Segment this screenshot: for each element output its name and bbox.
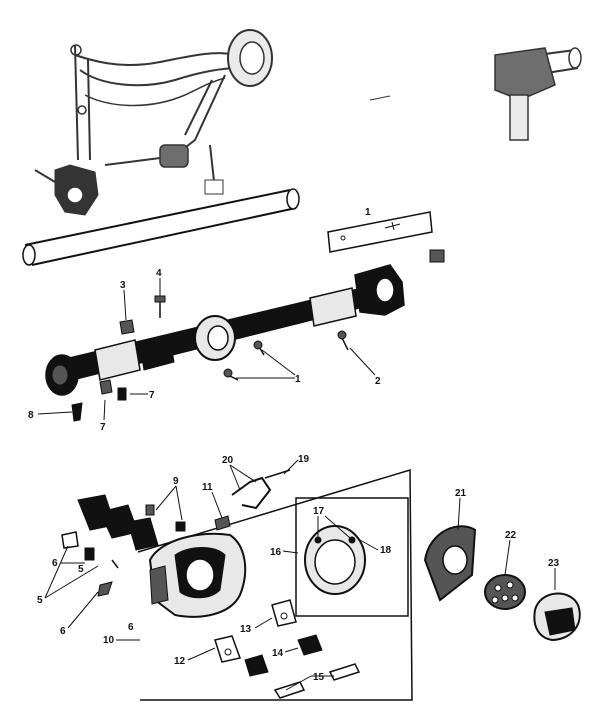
callout-7a: 7	[149, 390, 155, 401]
callout-6b: 6	[128, 622, 134, 633]
callout-9: 9	[173, 476, 179, 487]
callout-7b: 7	[100, 422, 106, 433]
callout-1b: 1	[365, 207, 371, 218]
shaft-screws	[71, 295, 349, 422]
hook-drive-shaft	[45, 264, 405, 396]
callout-17: 17	[313, 506, 325, 517]
callout-5a: 5	[37, 595, 43, 606]
callout-18: 18	[380, 545, 392, 556]
small-plate	[327, 211, 445, 263]
callout-6c: 6	[60, 626, 66, 637]
callout-labels: 1 1 2 3 4 5 6 7 7 8 9 11 20 19 16 17 18 …	[28, 207, 560, 683]
callout-16: 16	[270, 547, 282, 558]
callout-8: 8	[28, 410, 34, 421]
middle-leaders	[37, 278, 376, 421]
bottom-leaders	[44, 459, 556, 691]
callout-20: 20	[222, 455, 234, 466]
callout-21: 21	[455, 488, 467, 499]
callout-12: 12	[174, 656, 186, 667]
callout-23: 23	[548, 558, 560, 569]
machine-arm-assembly	[34, 29, 273, 216]
hook-assembly	[61, 468, 581, 701]
callout-3: 3	[120, 280, 126, 291]
callout-22: 22	[505, 530, 517, 541]
callout-5b: 5	[78, 564, 84, 575]
callout-2: 2	[375, 376, 381, 387]
callout-4: 4	[156, 268, 162, 279]
callout-15: 15	[313, 672, 325, 683]
callout-10: 10	[103, 635, 115, 646]
callout-19: 19	[298, 454, 310, 465]
callout-13: 13	[240, 624, 252, 635]
upper-right-crank	[369, 47, 582, 141]
long-rod	[22, 188, 300, 266]
callout-11: 11	[202, 482, 213, 493]
callout-1a: 1	[295, 374, 301, 385]
callout-14: 14	[272, 648, 284, 659]
callout-6a: 6	[52, 558, 58, 569]
